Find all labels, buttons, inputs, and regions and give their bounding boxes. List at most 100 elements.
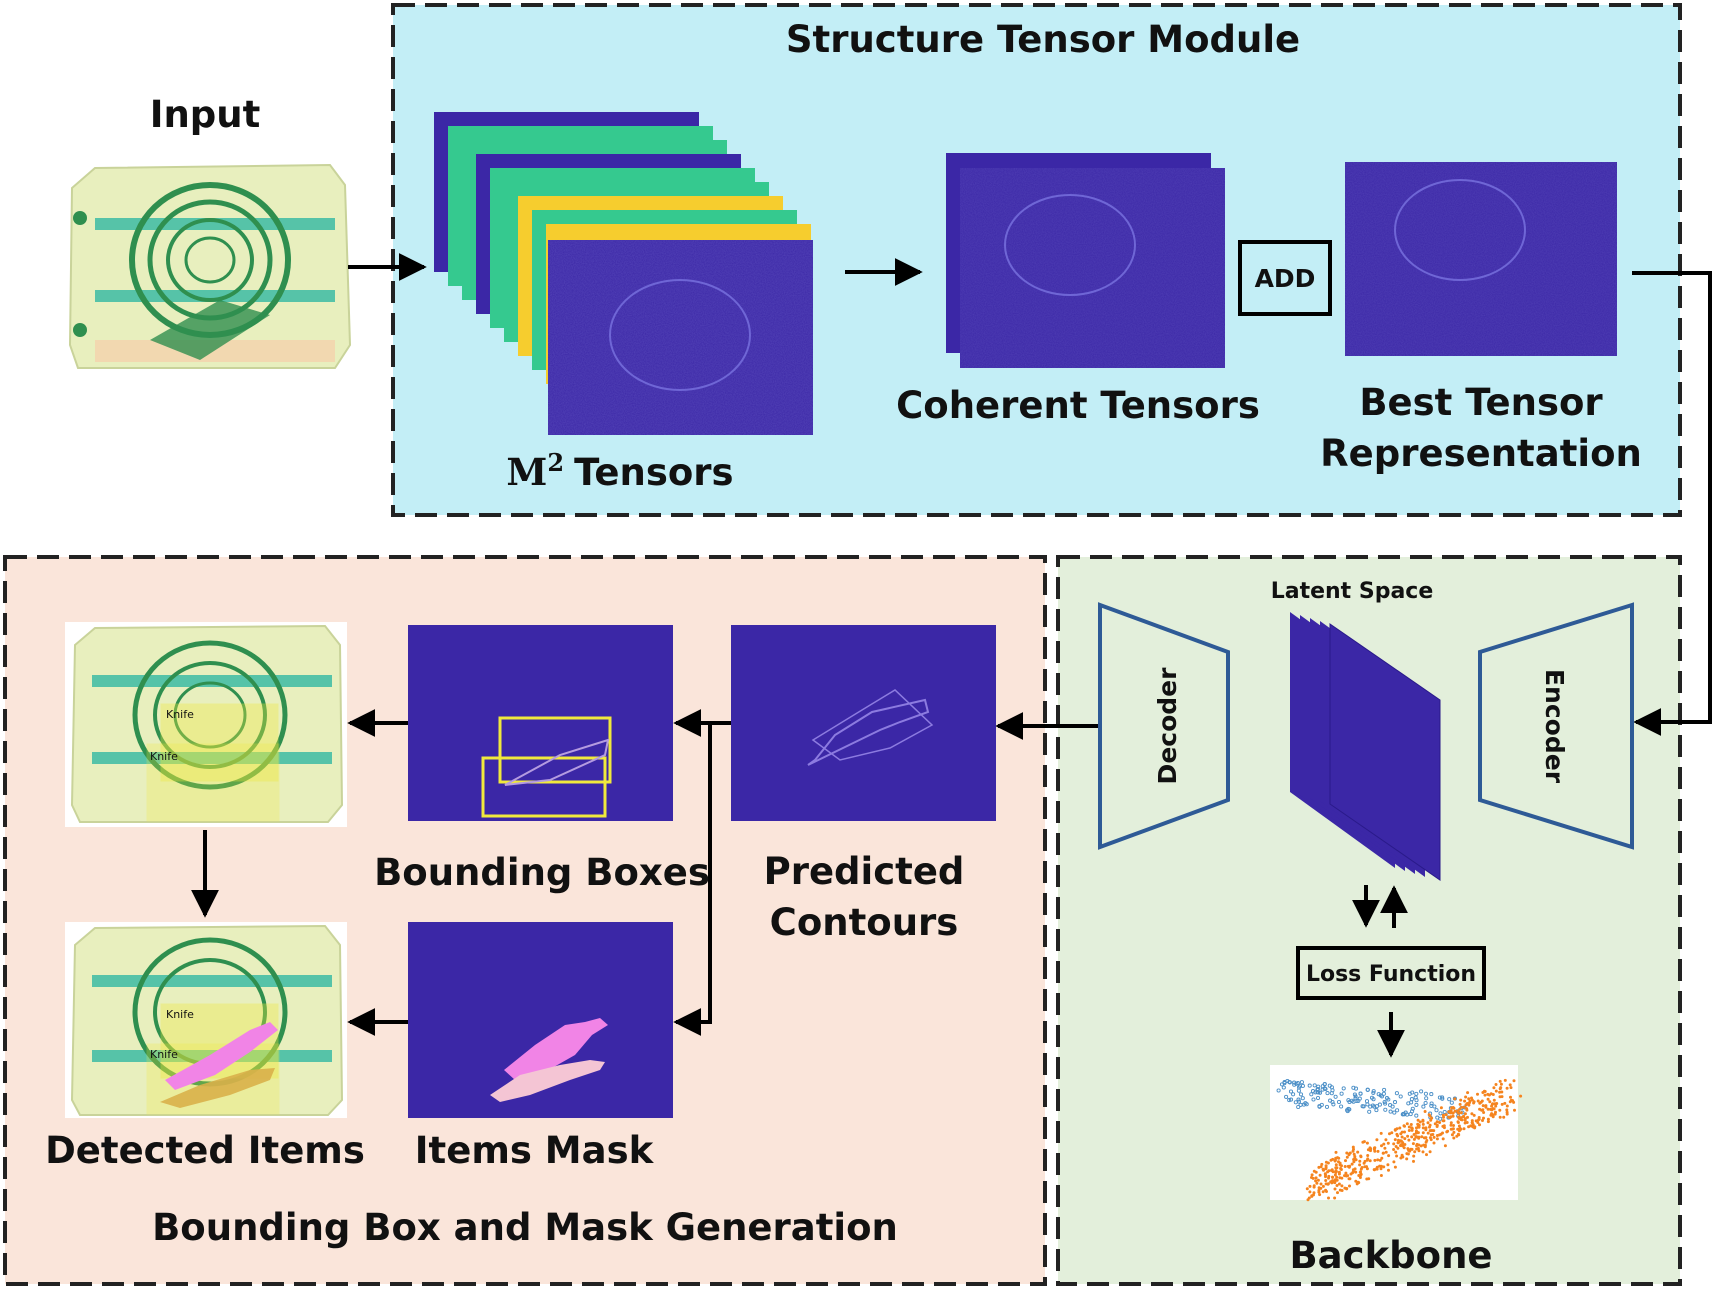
scatter-point-orange [1382, 1142, 1386, 1146]
scatter-point-orange [1406, 1134, 1410, 1138]
scatter-point-orange [1331, 1157, 1335, 1161]
scatter-point-orange [1345, 1155, 1349, 1159]
predicted-contours-label-line2: Contours [770, 901, 959, 944]
scatter-point-orange [1375, 1167, 1379, 1171]
scatter-point-orange [1498, 1090, 1502, 1094]
scatter-point-orange [1340, 1164, 1343, 1168]
scatter-point-orange [1312, 1193, 1315, 1197]
scatter-point-blue [1339, 1104, 1344, 1109]
scatter-point-orange [1416, 1146, 1420, 1150]
scatter-point-orange [1362, 1161, 1366, 1165]
scatter-point-blue [1303, 1101, 1308, 1106]
scatter-point-orange [1479, 1100, 1483, 1104]
scatter-point-orange [1326, 1170, 1330, 1174]
scatter-point-orange [1494, 1089, 1498, 1093]
loss-function-label: Loss Function [1306, 962, 1476, 987]
scatter-point-orange [1491, 1102, 1495, 1106]
scatter-point-orange [1317, 1186, 1321, 1190]
scatter-point-orange [1403, 1143, 1407, 1146]
scatter-point-orange [1482, 1089, 1486, 1093]
scatter-point-blue [1336, 1099, 1342, 1105]
scatter-point-orange [1451, 1127, 1454, 1131]
scatter-point-orange [1376, 1158, 1380, 1162]
scatter-point-orange [1352, 1152, 1356, 1156]
scatter-point-orange [1310, 1176, 1313, 1179]
scatter-point-orange [1467, 1125, 1471, 1129]
predicted-contours-image [731, 625, 996, 821]
scatter-point-blue [1440, 1096, 1445, 1101]
scatter-point-orange [1466, 1091, 1470, 1095]
scatter-point-orange [1378, 1164, 1382, 1168]
scatter-point-orange [1368, 1146, 1372, 1150]
scatter-point-orange [1458, 1126, 1462, 1130]
scatter-point-orange [1315, 1181, 1319, 1185]
add-box [1238, 240, 1332, 316]
scatter-point-orange [1421, 1118, 1425, 1122]
scatter-point-blue [1438, 1116, 1443, 1121]
scatter-point-orange [1338, 1188, 1342, 1192]
scatter-point-orange [1474, 1119, 1478, 1123]
scatter-point-blue [1307, 1083, 1312, 1088]
scatter-point-orange [1422, 1136, 1426, 1140]
scatter-point-orange [1400, 1155, 1404, 1159]
scatter-point-orange [1463, 1117, 1467, 1121]
scatter-point-orange [1400, 1130, 1404, 1134]
scatter-point-orange [1502, 1115, 1506, 1119]
scatter-point-blue [1339, 1091, 1344, 1096]
scatter-point-orange [1384, 1138, 1388, 1142]
scatter-point-blue [1319, 1102, 1324, 1107]
scatter-point-blue [1358, 1091, 1363, 1096]
scatter-point-orange [1386, 1141, 1390, 1145]
scatter-point-orange [1387, 1154, 1391, 1158]
scatter-point-orange [1358, 1159, 1362, 1163]
scatter-point-orange [1317, 1165, 1321, 1169]
scatter-point-orange [1346, 1174, 1350, 1178]
scatter-point-orange [1428, 1150, 1432, 1154]
scatter-point-blue [1413, 1095, 1418, 1100]
latent-space-label: Latent Space [1271, 579, 1434, 604]
scatter-point-orange [1330, 1179, 1334, 1183]
scatter-point-orange [1513, 1108, 1516, 1112]
scatter-point-orange [1476, 1099, 1480, 1103]
scatter-point-orange [1402, 1146, 1406, 1150]
scatter-point-orange [1486, 1107, 1490, 1111]
scatter-point-blue [1299, 1080, 1304, 1085]
scatter-point-orange [1319, 1182, 1323, 1186]
scatter-point-blue [1356, 1098, 1361, 1103]
scatter-point-orange [1419, 1144, 1423, 1148]
scatter-point-orange [1380, 1144, 1383, 1148]
scatter-point-blue [1423, 1091, 1428, 1096]
scatter-point-orange [1396, 1146, 1400, 1150]
detected-items-image: Knife Knife [65, 922, 347, 1118]
scatter-point-blue [1296, 1099, 1302, 1104]
scatter-point-blue [1377, 1102, 1382, 1107]
scatter-point-orange [1354, 1179, 1358, 1183]
scatter-point-blue [1320, 1084, 1325, 1089]
scatter-point-orange [1450, 1133, 1454, 1137]
scatter-point-blue [1353, 1094, 1358, 1099]
scatter-point-blue [1297, 1084, 1303, 1089]
scatter-point-orange [1456, 1121, 1460, 1124]
scatter-point-orange [1435, 1125, 1439, 1128]
scatter-point-orange [1484, 1105, 1488, 1109]
encoder-label: Encoder [1540, 669, 1569, 784]
scatter-point-orange [1416, 1124, 1420, 1128]
scatter-point-blue [1410, 1090, 1415, 1095]
scatter-point-blue [1402, 1112, 1407, 1117]
scatter-point-orange [1333, 1178, 1337, 1182]
scatter-point-orange [1512, 1079, 1516, 1083]
scatter-point-orange [1468, 1099, 1472, 1103]
scatter-point-blue [1276, 1088, 1281, 1093]
scatter-point-blue [1288, 1097, 1294, 1102]
scatter-point-orange [1467, 1097, 1471, 1101]
scatter-point-orange [1451, 1111, 1455, 1115]
scatter-point-orange [1380, 1156, 1384, 1160]
scatter-point-orange [1344, 1171, 1348, 1175]
scatter-point-orange [1472, 1113, 1476, 1117]
scatter-point-orange [1482, 1111, 1486, 1114]
scatter-point-blue [1296, 1104, 1301, 1110]
scatter-point-orange [1354, 1170, 1358, 1174]
scatter-point-orange [1407, 1138, 1411, 1142]
scatter-point-blue [1284, 1094, 1289, 1099]
